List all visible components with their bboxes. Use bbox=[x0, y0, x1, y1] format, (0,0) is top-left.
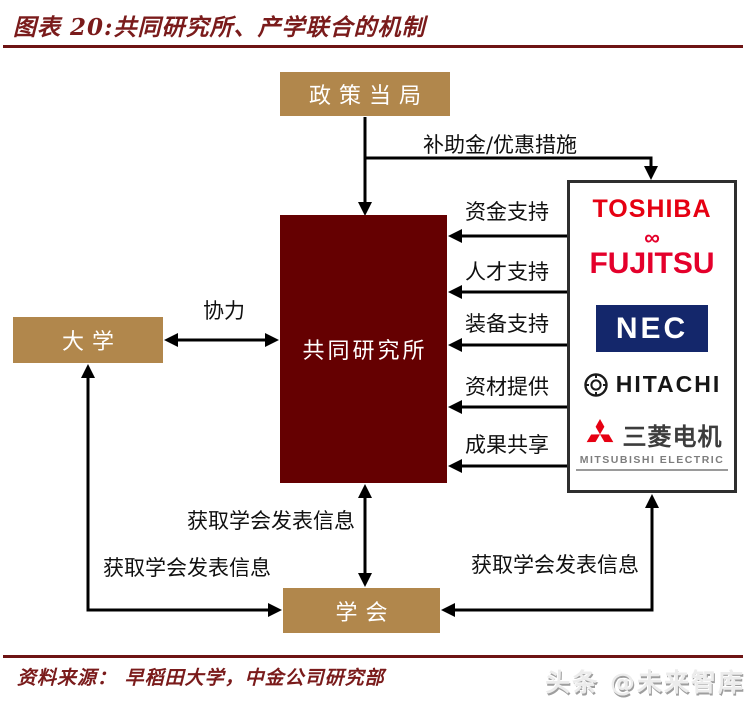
mitsubishi-wordmark-en: MITSUBISHI ELECTRIC bbox=[575, 454, 729, 471]
fujitsu-infinity-icon: ∞ bbox=[644, 225, 660, 250]
hitachi-wordmark: HITACHI bbox=[615, 371, 722, 397]
edge-label-cooperation: 协力 bbox=[203, 299, 245, 323]
node-policy-authority: 政策当局 bbox=[280, 72, 450, 116]
hitachi-emblem-icon bbox=[584, 372, 608, 397]
source-note: 资料来源： 早稻田大学，中金公司研究部 bbox=[17, 667, 385, 689]
edge-society-companies bbox=[452, 506, 654, 612]
node-academic-society: 学会 bbox=[283, 588, 440, 633]
arrowhead-down-institute-top bbox=[358, 202, 372, 216]
arrowhead-left-results bbox=[448, 459, 462, 473]
arrowhead-left-equipment bbox=[448, 338, 462, 352]
edge-society-university bbox=[86, 376, 270, 612]
companies-panel: TOSHIBA ∞ FUJITSU NEC HITACHI bbox=[567, 180, 737, 493]
title-divider bbox=[3, 45, 743, 48]
mitsubishi-diamonds-icon bbox=[586, 419, 613, 443]
arrowhead-down-companies-top bbox=[644, 166, 658, 180]
fujitsu-logo: ∞ FUJITSU bbox=[570, 225, 734, 293]
arrowhead-right-society-left bbox=[268, 603, 282, 617]
source-divider bbox=[3, 655, 743, 658]
mitsubishi-row: 三菱电机 bbox=[582, 417, 723, 452]
edge-label-talent: 人才支持 bbox=[465, 260, 549, 284]
node-joint-research-institute: 共同研究所 bbox=[280, 215, 447, 483]
mitsubishi-wordmark-cn: 三菱电机 bbox=[622, 423, 723, 451]
edge-policy-to-companies bbox=[365, 156, 653, 167]
edge-label-subsidy: 补助金/优惠措施 bbox=[422, 133, 578, 157]
mitsubishi-logo: 三菱电机 MITSUBISHI ELECTRIC bbox=[570, 417, 734, 471]
edge-label-society-info-right: 获取学会发表信息 bbox=[471, 553, 639, 577]
edge-label-society-info-mid: 获取学会发表信息 bbox=[187, 509, 355, 533]
arrowhead-down-society-top bbox=[358, 573, 372, 587]
arrowhead-left-materials bbox=[448, 400, 462, 414]
hitachi-logo: HITACHI bbox=[570, 371, 734, 398]
arrowhead-up-companies-bottom bbox=[645, 494, 659, 508]
arrowheads bbox=[81, 166, 659, 617]
connector-lines bbox=[86, 117, 654, 612]
edge-label-equipment: 装备支持 bbox=[465, 312, 549, 336]
arrowhead-left-funding bbox=[448, 229, 462, 243]
watermark-toutiao: 头条 @未来智库 bbox=[545, 668, 745, 697]
fujitsu-wordmark: FUJITSU bbox=[589, 247, 715, 280]
arrowhead-up-institute-bottom bbox=[358, 484, 372, 498]
edge-label-funding: 资金支持 bbox=[465, 200, 549, 224]
nec-wordmark: NEC bbox=[596, 305, 708, 352]
edge-label-materials: 资材提供 bbox=[465, 375, 549, 399]
edge-label-society-info-left: 获取学会发表信息 bbox=[103, 556, 271, 580]
arrowhead-right-institute bbox=[265, 333, 279, 347]
arrowhead-left-university bbox=[164, 333, 178, 347]
figure-title: 图表 20:共同研究所、产学联合的机制 bbox=[13, 14, 426, 41]
arrowhead-left-talent bbox=[448, 285, 462, 299]
toshiba-logo: TOSHIBA bbox=[592, 195, 712, 223]
edge-label-results: 成果共享 bbox=[465, 433, 549, 457]
arrowhead-up-university-bottom bbox=[81, 364, 95, 378]
arrowhead-left-society-right bbox=[441, 603, 455, 617]
node-university: 大学 bbox=[13, 317, 163, 363]
nec-logo: NEC bbox=[570, 305, 734, 352]
